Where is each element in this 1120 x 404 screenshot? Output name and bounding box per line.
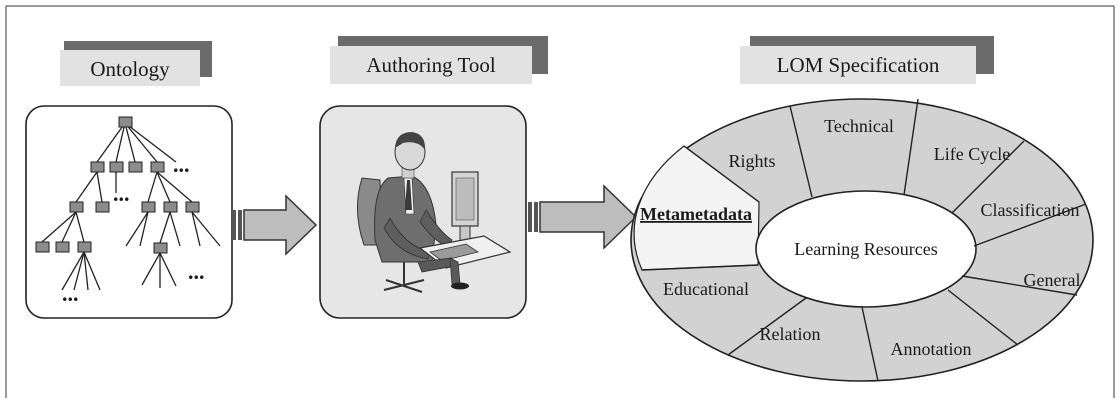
ontology-tree-nodes xyxy=(35,116,200,254)
ontology-tree-icon xyxy=(41,122,221,291)
center-label: Learning Resources xyxy=(794,239,937,259)
segment-dividers xyxy=(641,98,1087,382)
lom-title: LOM Specification xyxy=(777,53,940,77)
arrow-ontology-to-authoring xyxy=(232,194,318,256)
tree-ellipsis-top: ... xyxy=(173,152,190,177)
segment-rights: Rights xyxy=(728,151,775,171)
segment-technical: Technical xyxy=(824,116,894,136)
ontology-title-box: Ontology xyxy=(60,41,212,86)
authoring-title: Authoring Tool xyxy=(366,53,496,77)
authoring-title-box: Authoring Tool xyxy=(330,36,548,84)
figure-frame xyxy=(5,5,1115,398)
segment-classification: Classification xyxy=(981,200,1080,220)
segment-relation: Relation xyxy=(760,324,821,344)
ontology-title: Ontology xyxy=(90,57,170,81)
metametadata-segment-highlight xyxy=(633,145,760,271)
tree-ellipsis-right: ... xyxy=(188,259,205,284)
segment-annotation: Annotation xyxy=(891,339,972,359)
person-at-computer-icon xyxy=(356,132,512,293)
lom-ellipse-diagram: Learning Resources Technical Life Cycle … xyxy=(630,98,1094,382)
ontology-panel: ... ... ... ... xyxy=(25,105,233,319)
segment-life-cycle: Life Cycle xyxy=(934,144,1010,164)
segment-educational: Educational xyxy=(663,279,749,299)
tree-ellipsis-bottom: ... xyxy=(62,281,79,306)
tree-ellipsis-middle: ... xyxy=(113,181,130,206)
segment-metametadata: Metametadata xyxy=(640,204,752,224)
lom-title-box: LOM Specification xyxy=(740,36,994,84)
authoring-panel xyxy=(319,105,527,319)
arrow-authoring-to-lom xyxy=(528,184,638,250)
segment-general: General xyxy=(1024,270,1081,290)
